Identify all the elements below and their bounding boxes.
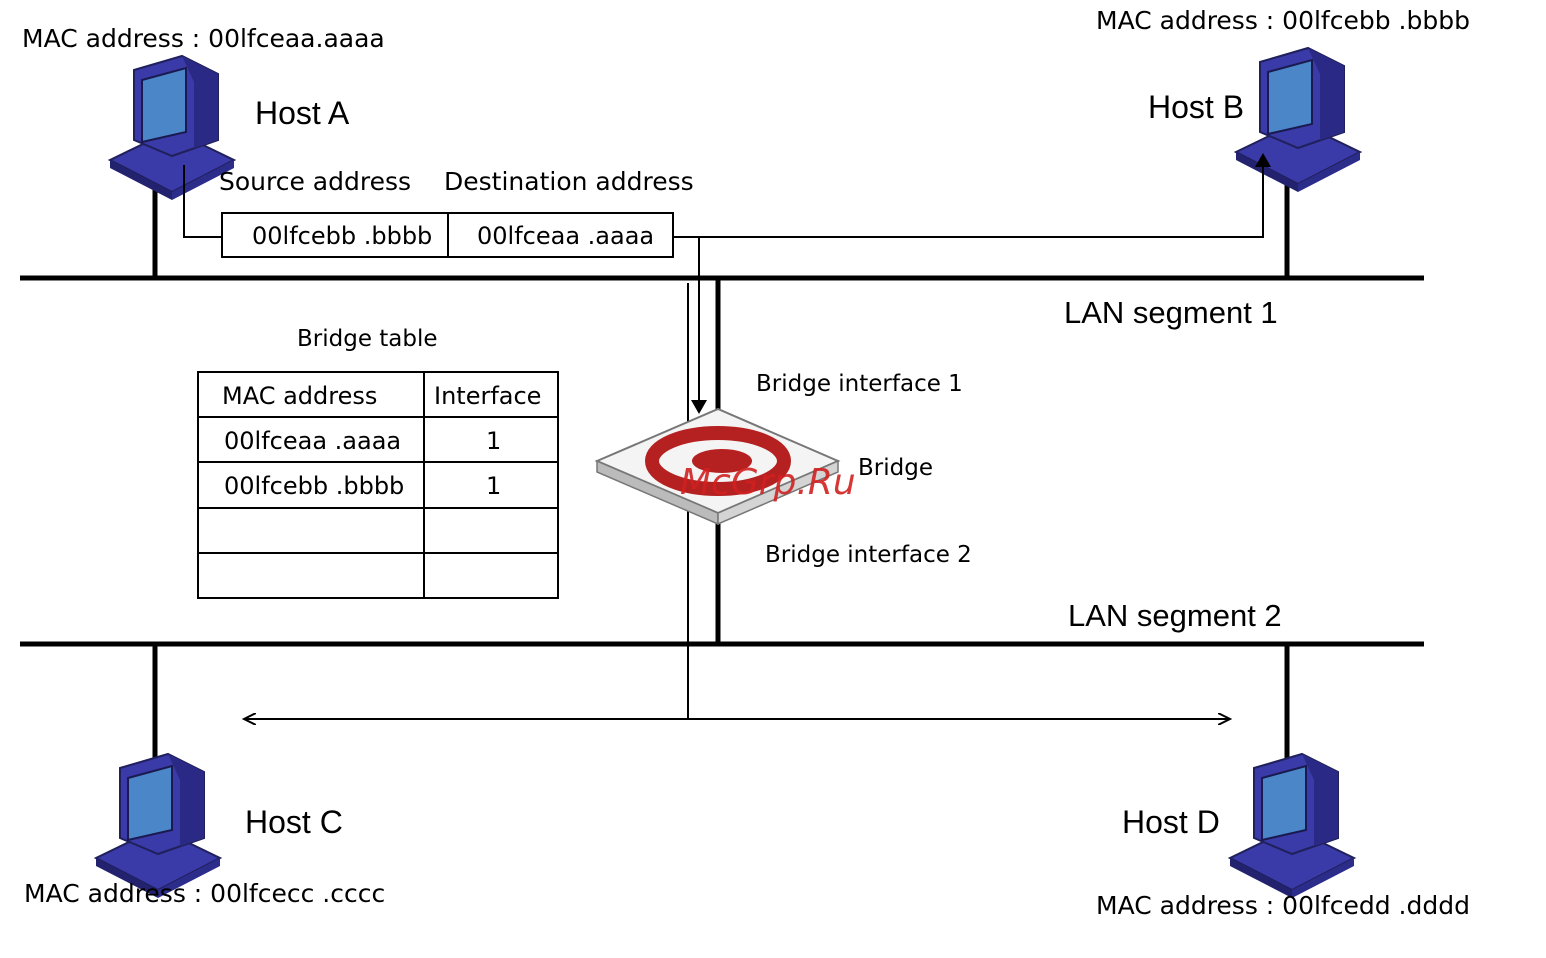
host-a-computer-icon: [109, 55, 235, 201]
bridge-table-header-interface: Interface: [434, 382, 541, 410]
bridge-table-row-2-mac: 00lfcebb .bbbb: [224, 472, 404, 500]
host-b-label: Host B: [1148, 89, 1244, 125]
bridge-label: Bridge: [858, 455, 933, 481]
bridge-interface-1-label: Bridge interface 1: [756, 371, 963, 397]
bridge-interface-2-label: Bridge interface 2: [765, 542, 972, 568]
lan-segment-2-label: LAN segment 2: [1068, 598, 1282, 633]
frame-source-header: Source address: [219, 167, 411, 196]
bridge-table-row-2-interface: 1: [486, 472, 501, 500]
host-b-mac: MAC address : 00lfcebb .bbbb: [1096, 6, 1470, 35]
watermark-text: McGrp.Ru: [680, 462, 856, 503]
host-c-computer-icon: [95, 753, 221, 899]
bridge-device-icon: [594, 407, 841, 526]
bridge-table-header-mac: MAC address: [222, 382, 377, 410]
frame-destination-header: Destination address: [444, 167, 694, 196]
host-a-mac: MAC address : 00lfceaa.aaaa: [22, 24, 385, 53]
frame-to-host-b-arrow: [673, 153, 1271, 238]
host-a-to-frame-path: [183, 165, 222, 238]
host-c-mac: MAC address : 00lfcecc .cccc: [24, 879, 385, 908]
frame-source-value: 00lfcebb .bbbb: [252, 222, 432, 250]
bridge-table-row-1-mac: 00lfceaa .aaaa: [224, 427, 401, 455]
bridge-table-title: Bridge table: [297, 326, 438, 352]
bridge-table: [197, 371, 559, 599]
bridge-logo-icon: [645, 426, 791, 496]
host-c-label: Host C: [245, 804, 343, 840]
frame-destination-value: 00lfceaa .aaaa: [477, 222, 654, 250]
bridge-table-row-1-interface: 1: [486, 427, 501, 455]
host-d-label: Host D: [1122, 804, 1220, 840]
host-d-computer-icon: [1229, 753, 1355, 899]
lan-segment-1-label: LAN segment 1: [1064, 295, 1278, 330]
host-a-label: Host A: [255, 95, 350, 131]
host-b-computer-icon: [1235, 47, 1361, 193]
host-d-mac: MAC address : 00lfcedd .dddd: [1096, 891, 1470, 920]
